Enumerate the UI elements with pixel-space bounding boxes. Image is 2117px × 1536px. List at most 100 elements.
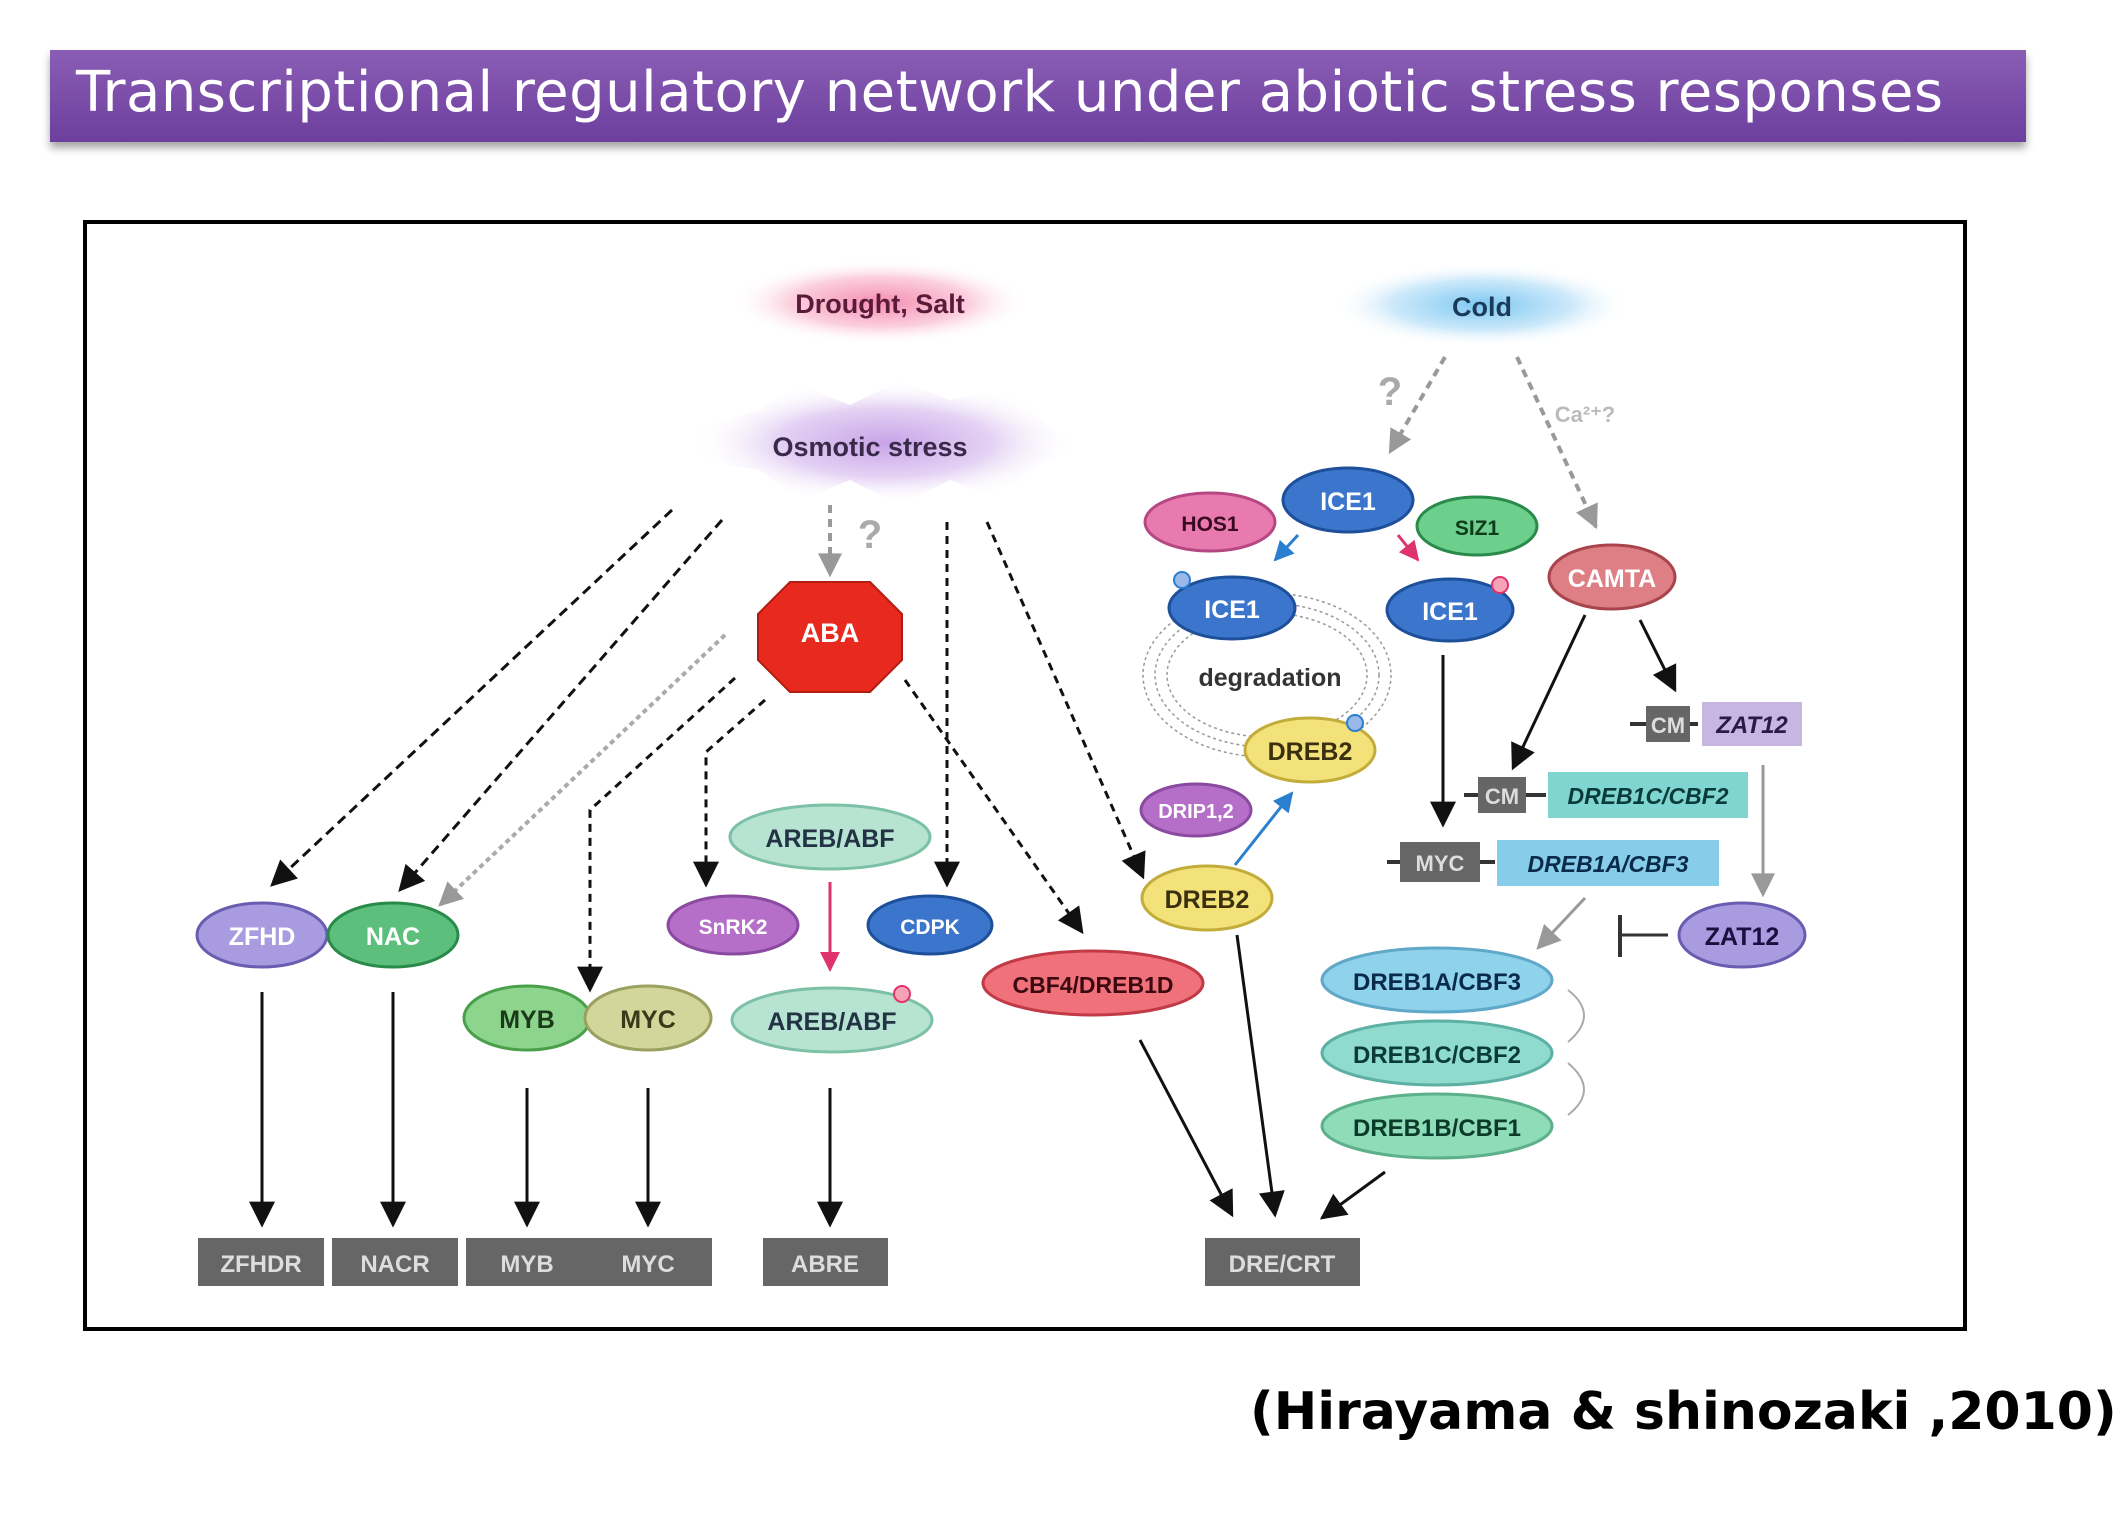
nacr-box (332, 1238, 458, 1286)
cm-box-2-label: CM (1485, 784, 1519, 809)
myc-box-label: MYC (1416, 851, 1465, 876)
areb-abf-top-label: AREB/ABF (765, 825, 894, 853)
nac-label: NAC (366, 923, 420, 951)
dreb1c-cbf2-label: DREB1C/CBF2 (1353, 1042, 1521, 1069)
arrow-osm-zfhd (270, 508, 674, 887)
arrow-ice1-siz1 (1396, 534, 1420, 562)
title-bar: Transcriptional regulatory network under… (50, 50, 2026, 142)
areb-abf-bottom-label: AREB/ABF (767, 1008, 896, 1036)
arrow-dreb2-degradation (1233, 791, 1294, 866)
cm-box-1 (1646, 706, 1690, 742)
question-mark-aba: ? (858, 513, 882, 557)
ice1-top-label: ICE1 (1320, 488, 1376, 516)
dreb1a-cbf3-label: DREB1A/CBF3 (1353, 969, 1521, 996)
question-mark-ice1: ? (1378, 370, 1402, 414)
dreb2-node (1140, 864, 1274, 932)
arrow-dreb2-drecrt (1235, 934, 1285, 1218)
ice1-left-node (1167, 575, 1297, 641)
abre-label: ABRE (791, 1251, 859, 1278)
areb-abf-bottom-node (730, 986, 934, 1054)
arrow-camta-zat12 (1638, 619, 1677, 693)
slide-title: Transcriptional regulatory network under… (76, 60, 1944, 125)
cbf4-dreb1d-label: CBF4/DREB1D (1012, 972, 1173, 998)
ubiquitin-icon (1173, 571, 1191, 589)
repression-curve-2 (1567, 1062, 1585, 1116)
regulatory-network-diagram: Drought, Salt Cold Osmotic stress ? ABA … (195, 260, 1807, 1286)
myb-promoter-label: MYB (500, 1251, 553, 1278)
phosphate-icon (893, 985, 911, 1003)
zfhdr-box (198, 1238, 324, 1286)
arrow-aba-cbf4 (903, 679, 1084, 935)
myc-label: MYC (620, 1006, 676, 1034)
cdpk-node (866, 894, 994, 956)
osmotic-stress-burst (690, 380, 1080, 505)
aba-label: ABA (801, 618, 860, 648)
arrow-ice1-hos1 (1273, 533, 1300, 562)
hos1-node (1143, 491, 1277, 553)
zat12-node-label: ZAT12 (1705, 923, 1780, 951)
ice1-right-node (1385, 577, 1515, 643)
dreb1a-cbf3-node (1320, 946, 1554, 1014)
nacr-label: NACR (360, 1251, 429, 1278)
dreb2-degradation-label: DREB2 (1268, 738, 1353, 766)
cold-cloud (1332, 263, 1632, 347)
areb-abf-top-node (728, 803, 932, 871)
aba-octagon (757, 581, 903, 693)
cm-box-1-label: CM (1651, 713, 1685, 738)
drecrt-label: DRE/CRT (1229, 1251, 1336, 1278)
dreb1a-gene-label: DREB1A/CBF3 (1527, 851, 1688, 877)
dreb1a-gene-box (1497, 840, 1719, 886)
siz1-label: SIZ1 (1455, 517, 1500, 540)
citation: (Hirayama & shinozaki ,2010) (1250, 1382, 2117, 1442)
ice1-right-label: ICE1 (1422, 598, 1478, 626)
myc-promoter-label: MYC (621, 1251, 674, 1278)
siz1-node (1415, 495, 1539, 557)
dreb2-degradation-node (1243, 716, 1377, 784)
cm-box-2 (1478, 777, 1526, 813)
snrk2-label: SnRK2 (699, 916, 768, 939)
drip-label: DRIP1,2 (1158, 801, 1234, 823)
myb-myc-box (466, 1238, 712, 1286)
zat12-node (1677, 901, 1807, 969)
arrow-aba-myb (577, 676, 737, 993)
zat12-gene-box (1702, 702, 1802, 746)
repression-curve-1 (1567, 989, 1585, 1043)
dreb1c-gene-label: DREB1C/CBF2 (1567, 783, 1728, 809)
calcium-label: Ca²⁺? (1555, 402, 1616, 427)
ubiquitin-icon-dreb2 (1346, 714, 1364, 732)
drought-salt-cloud (730, 260, 1030, 344)
osmotic-stress-label: Osmotic stress (772, 432, 967, 462)
drecrt-box (1205, 1238, 1360, 1286)
zfhd-label: ZFHD (229, 923, 296, 951)
dreb1b-cbf1-node (1320, 1092, 1554, 1160)
degradation-label: degradation (1198, 664, 1341, 692)
dreb1c-gene-box (1548, 772, 1748, 818)
sumo-icon (1491, 576, 1509, 594)
arrow-cold-ice1 (1388, 355, 1447, 455)
myb-label: MYB (499, 1006, 555, 1034)
snrk2-node (666, 894, 800, 956)
hos1-label: HOS1 (1181, 513, 1239, 536)
camta-label: CAMTA (1568, 565, 1656, 593)
ice1-left-label: ICE1 (1204, 596, 1260, 624)
dreb1c-cbf2-node (1320, 1019, 1554, 1087)
arrow-camta-cm (1511, 614, 1587, 771)
abre-box (763, 1238, 888, 1286)
myc-node (583, 984, 713, 1052)
arrow-dreb1-drecrt (1319, 1170, 1386, 1220)
drought-salt-label: Drought, Salt (795, 289, 965, 319)
dreb2-label: DREB2 (1165, 886, 1250, 914)
arrow-cbf4-drecrt (1138, 1039, 1234, 1218)
dreb1b-cbf1-label: DREB1B/CBF1 (1353, 1115, 1521, 1142)
arrow-osm-nac (398, 519, 724, 892)
zfhdr-label: ZFHDR (220, 1251, 301, 1278)
drip-node (1139, 782, 1253, 838)
cbf4-dreb1d-node (981, 949, 1205, 1017)
arrow-dreb1a-expression (1536, 896, 1587, 950)
zat12-gene-label: ZAT12 (1715, 712, 1788, 739)
camta-node (1547, 543, 1677, 611)
nac-node (326, 901, 460, 969)
cdpk-label: CDPK (900, 916, 960, 939)
cold-label: Cold (1452, 292, 1512, 322)
ice1-top-node (1281, 466, 1415, 534)
